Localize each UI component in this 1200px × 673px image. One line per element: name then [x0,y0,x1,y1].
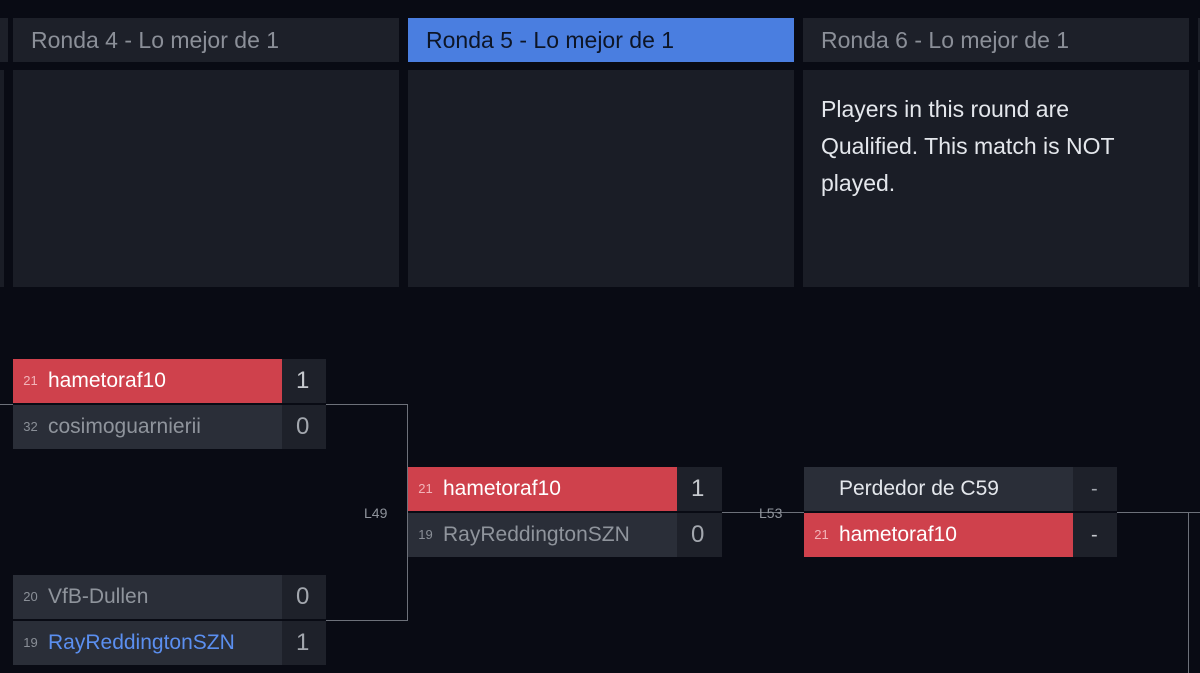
player-seed: 21 [23,373,38,388]
player-score: 1 [677,467,722,511]
player-score: 0 [677,513,722,557]
round3-header-partial[interactable] [0,18,8,62]
player-name-text: RayReddingtonSZN [48,631,235,654]
round4-header[interactable]: Ronda 4 - Lo mejor de 1 [13,18,399,62]
match-r6[interactable]: Perdedor de C59 - 21 hametoraf10 - [804,467,1117,557]
player-name-text: Perdedor de C59 [839,477,999,500]
player-seed: 19 [418,527,433,542]
player-row[interactable]: 21 hametoraf10 - [804,513,1117,557]
player-row[interactable]: Perdedor de C59 - [804,467,1117,511]
player-name-text: hametoraf10 [443,477,561,500]
match-label-l49: L49 [364,505,388,521]
player-score: 1 [282,621,326,665]
player-score: 0 [282,575,326,619]
player-seed: 32 [23,419,38,434]
player-name[interactable]: 32 cosimoguarnierii [13,405,282,449]
round7-panel-partial [1198,70,1200,287]
player-score: 0 [282,405,326,449]
connector-line [407,404,408,620]
round5-header[interactable]: Ronda 5 - Lo mejor de 1 [408,18,794,62]
player-row[interactable]: 21 hametoraf10 1 [408,467,722,511]
player-score: - [1073,467,1117,511]
player-row[interactable]: 32 cosimoguarnierii 0 [13,405,326,449]
player-row[interactable]: 19 RayReddingtonSZN 0 [408,513,722,557]
connector-line [0,404,13,405]
player-name[interactable]: 19 RayReddingtonSZN [13,621,282,665]
connector-line [326,620,408,621]
player-seed: 21 [418,481,433,496]
round4-panel [13,70,399,287]
player-name[interactable]: 21 hametoraf10 [408,467,677,511]
player-name[interactable]: 21 hametoraf10 [804,513,1073,557]
round3-panel-partial [0,70,4,287]
player-name-text: hametoraf10 [48,369,166,392]
player-name-text: RayReddingtonSZN [443,523,630,546]
connector-line [1188,512,1189,673]
player-row[interactable]: 21 hametoraf10 1 [13,359,326,403]
player-name[interactable]: 20 VfB-Dullen [13,575,282,619]
player-seed: 19 [23,635,38,650]
connector-line [1117,512,1200,513]
match-r5[interactable]: 21 hametoraf10 1 19 RayReddingtonSZN 0 [408,467,722,557]
player-name-text: hametoraf10 [839,523,957,546]
player-name-text: VfB-Dullen [48,585,149,608]
round6-note: Players in this round are Qualified. Thi… [821,96,1115,196]
player-row[interactable]: 20 VfB-Dullen 0 [13,575,326,619]
player-name[interactable]: 19 RayReddingtonSZN [408,513,677,557]
match-r4-top[interactable]: 21 hametoraf10 1 32 cosimoguarnierii 0 [13,359,326,449]
player-score: - [1073,513,1117,557]
player-seed: 20 [23,589,38,604]
player-name-text: cosimoguarnierii [48,415,201,438]
match-label-l53: L53 [759,505,783,521]
player-seed: 21 [814,527,829,542]
round6-panel: Players in this round are Qualified. Thi… [803,70,1189,287]
round5-panel [408,70,794,287]
player-row[interactable]: 19 RayReddingtonSZN 1 [13,621,326,665]
connector-line [326,404,408,405]
round6-header[interactable]: Ronda 6 - Lo mejor de 1 [803,18,1189,62]
player-name[interactable]: 21 hametoraf10 [13,359,282,403]
match-r4-bottom[interactable]: 20 VfB-Dullen 0 19 RayReddingtonSZN 1 [13,575,326,665]
player-score: 1 [282,359,326,403]
player-name[interactable]: Perdedor de C59 [804,467,1073,511]
connector-line [722,512,804,513]
round7-header-partial[interactable] [1198,18,1200,62]
